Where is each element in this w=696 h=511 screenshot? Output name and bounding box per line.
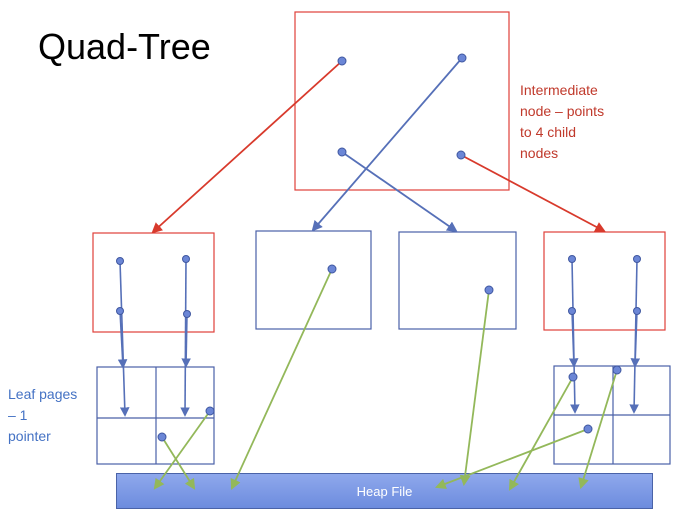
middle-right-leaf-node [398, 231, 517, 330]
pointer-green-7 [434, 428, 589, 489]
pointer-dot [457, 53, 467, 63]
pointer-dot [568, 372, 578, 382]
diagram-title: Quad-Tree [38, 26, 211, 67]
intermediate-note-line: Intermediate [520, 82, 598, 98]
pointer-dot [183, 310, 191, 318]
pointer-dot [337, 147, 347, 157]
pointer-green-3 [153, 410, 211, 490]
pointer-blue-left-2 [180, 258, 190, 417]
heap-file: Heap File [116, 473, 653, 509]
pointer-blue-left-3 [117, 310, 128, 369]
pointer-dot [337, 56, 347, 66]
pointer-dot [633, 255, 641, 263]
pointer-green-5 [508, 376, 574, 491]
intermediate-note-line: node – points [520, 103, 605, 119]
intermediate-node-note: Intermediate node – points to 4 child no… [520, 80, 604, 164]
pointer-dot [182, 255, 190, 263]
pointer-dot [568, 307, 576, 315]
pointer-blue-root-1 [311, 57, 463, 232]
leaf-note-line: Leaf pages [8, 386, 78, 402]
leaf-pages-note: Leaf pages – 1 pointer [8, 384, 77, 447]
heap-file-label: Heap File [356, 483, 413, 499]
pointer-green-2 [459, 289, 490, 487]
pointer-dot [484, 285, 494, 295]
middle-left-leaf-node [255, 230, 372, 330]
pointer-red-left [151, 60, 343, 234]
intermediate-note-line: to 4 child [520, 124, 577, 140]
pointer-green-6 [578, 369, 618, 490]
pointer-dot [116, 307, 124, 315]
pointer-green-1 [230, 268, 333, 490]
pointer-dot [568, 255, 576, 263]
right-intermediate-node [543, 231, 666, 331]
leaf-note-line: – 1 [8, 407, 28, 423]
pointer-dot [583, 424, 593, 434]
pointer-blue-right-4 [630, 310, 641, 368]
pointer-dot [205, 406, 215, 416]
pointer-red-right [460, 154, 606, 233]
pointer-dot [612, 365, 622, 375]
pointer-blue-right-3 [568, 310, 579, 368]
pointer-dot [157, 432, 167, 442]
pointer-blue-root-2 [341, 151, 458, 233]
pointer-blue-left-4 [181, 313, 191, 368]
pointer-dot [633, 307, 641, 315]
intermediate-note-line: nodes [520, 145, 559, 161]
pointer-dot [116, 257, 124, 265]
pointer-green-4 [161, 436, 196, 490]
pointer-blue-left-1 [119, 260, 130, 417]
leaf-note-line: pointer [8, 428, 51, 444]
left-intermediate-node [92, 232, 215, 333]
root-node [294, 11, 510, 191]
pointer-dot [456, 150, 466, 160]
left-leaf-grid [96, 366, 215, 465]
pointer-dot [327, 264, 337, 274]
